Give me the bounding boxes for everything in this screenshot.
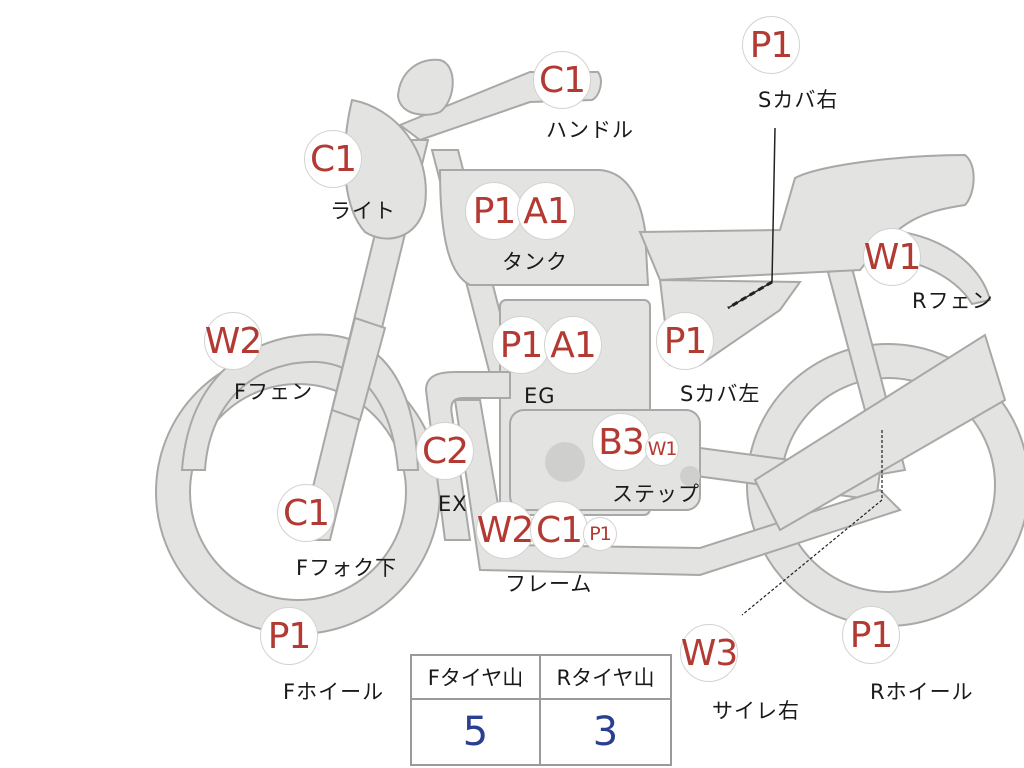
engine-bolt	[680, 466, 700, 486]
leader-muffler	[741, 430, 883, 616]
handle-badge: C1	[533, 51, 591, 109]
mirror	[396, 58, 454, 116]
light-label: ライト	[330, 199, 396, 223]
ffork-badge: C1	[277, 484, 335, 542]
frame-label: フレーム	[505, 572, 593, 596]
leader-scover-right-dash	[727, 280, 773, 310]
engine-case	[545, 442, 585, 482]
muffler-right-label: サイレ右	[712, 699, 800, 723]
step-b-badge: B3	[592, 413, 650, 471]
frame-w-badge: W2	[476, 501, 534, 559]
tank-a-badge: A1	[517, 182, 575, 240]
tire-tread-table: Fタイヤ山 Rタイヤ山 5 3	[410, 654, 672, 766]
light-badge: C1	[304, 130, 362, 188]
step-w-badge: W1	[645, 432, 679, 466]
ffender-badge: W2	[204, 312, 262, 370]
fork-upper	[330, 316, 387, 422]
eg-a-badge: A1	[544, 316, 602, 374]
rear-tread-value: 3	[592, 709, 619, 755]
front-tread-header: Fタイヤ山	[412, 656, 541, 700]
frame-tubes	[453, 399, 902, 577]
ffender-label: Fフェン	[234, 380, 314, 404]
muffler-right-badge: W3	[680, 624, 738, 682]
handle-label: ハンドル	[546, 118, 634, 142]
eg-label: EG	[524, 384, 556, 408]
step-label: ステップ	[612, 482, 700, 506]
fwheel-badge: P1	[260, 607, 318, 665]
scover-right-badge: P1	[742, 16, 800, 74]
eg-p-badge: P1	[492, 316, 550, 374]
rwheel-label: Rホイール	[870, 680, 974, 704]
ffork-label: Fフォク下	[296, 556, 398, 580]
rwheel-badge: P1	[842, 606, 900, 664]
scover-right-label: Sカバ右	[758, 88, 839, 112]
rear-tread-header: Rタイヤ山	[541, 656, 670, 700]
tank-p-badge: P1	[465, 182, 523, 240]
ex-badge: C2	[416, 422, 474, 480]
frame-c-badge: C1	[530, 501, 588, 559]
front-tread-value: 5	[412, 700, 541, 764]
rfender-badge: W1	[863, 228, 921, 286]
frame-p-badge: P1	[583, 517, 617, 551]
tank-label: タンク	[502, 250, 568, 274]
scover-left-label: Sカバ左	[680, 382, 761, 406]
exhaust-pipe	[424, 371, 511, 541]
scover-left-badge: P1	[656, 312, 714, 370]
fwheel-label: Fホイール	[283, 680, 385, 704]
ex-label: EX	[438, 492, 468, 516]
muffler	[753, 333, 1007, 532]
rfender-label: Rフェン	[912, 289, 994, 313]
